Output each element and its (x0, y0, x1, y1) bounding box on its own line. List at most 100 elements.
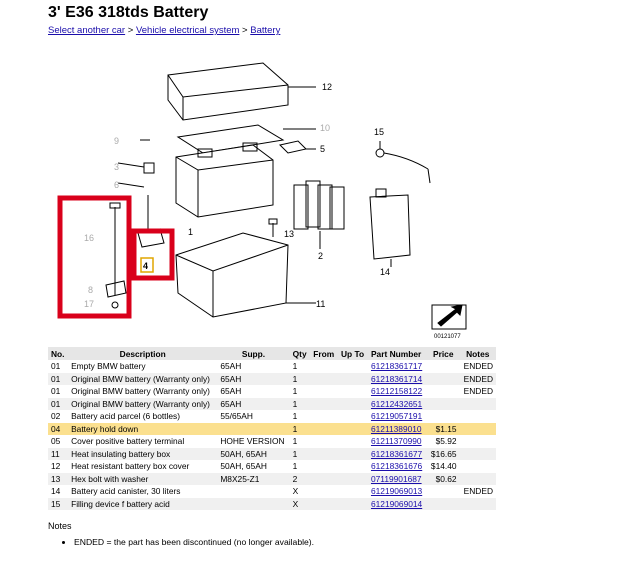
col-supp: Supp. (217, 347, 290, 360)
cell-part-number: 61219057191 (367, 410, 427, 423)
cell-supp: 65AH (217, 372, 290, 386)
part-number-link[interactable]: 61211389010 (370, 423, 422, 434)
callout-16[interactable]: 16 (84, 233, 94, 243)
note-item: ENDED = the part has been discontinued (… (74, 537, 314, 547)
cell-no: 01 (48, 360, 69, 373)
cell-notes (459, 460, 496, 473)
part-number-link[interactable]: 61212432651 (370, 398, 423, 409)
cell-notes (459, 435, 496, 448)
cell-no: 01 (48, 385, 69, 398)
cell-supp (217, 422, 290, 436)
callout-14[interactable]: 14 (380, 267, 390, 277)
callout-12[interactable]: 12 (322, 82, 332, 92)
callout-6[interactable]: 6 (114, 180, 119, 190)
cell-from (310, 447, 338, 461)
cell-from (310, 372, 338, 386)
cell-qty: 1 (289, 372, 311, 386)
cell-price: $0.62 (426, 472, 460, 486)
callout-4[interactable]: 4 (143, 261, 148, 271)
breadcrumb-separator: > (239, 25, 251, 36)
cell-qty: 1 (289, 422, 311, 436)
col-price: Price (426, 347, 460, 360)
cell-notes: ENDED (459, 485, 496, 498)
cell-supp: 50AH, 65AH (217, 447, 290, 461)
cell-upto (337, 472, 368, 486)
cell-supp: M8X25-Z1 (217, 472, 290, 486)
cell-price: $5.92 (426, 435, 460, 448)
cell-notes: ENDED (459, 360, 496, 373)
cell-qty: X (289, 497, 311, 511)
callout-2[interactable]: 2 (318, 251, 323, 261)
cell-price (426, 485, 460, 498)
cell-part-number: 61212158122 (367, 385, 427, 398)
part-number-link[interactable]: 07119901687 (370, 473, 422, 484)
cell-qty: 1 (289, 447, 311, 461)
cell-upto (337, 422, 368, 436)
cell-from (310, 397, 338, 411)
cell-supp: 65AH (217, 397, 290, 411)
callout-8[interactable]: 8 (88, 285, 93, 295)
callout-10[interactable]: 10 (320, 123, 330, 133)
cell-from (310, 410, 338, 423)
part-number-link[interactable]: 61218361676 (370, 461, 423, 472)
callout-box-small (131, 228, 175, 281)
cell-price (426, 372, 460, 386)
part-number-link[interactable]: 61219069013 (370, 486, 423, 497)
cell-description: Filling device f battery acid (68, 497, 218, 511)
col-part-number: Part Number (367, 347, 427, 360)
cell-part-number: 61211389010 (367, 422, 427, 436)
breadcrumb-select-car-link[interactable]: Select another car (48, 25, 126, 36)
cell-upto (337, 410, 368, 423)
cell-price (426, 360, 460, 373)
selected-part-marker (140, 257, 154, 273)
cell-from (310, 435, 338, 448)
cell-notes (459, 410, 496, 423)
cell-price (426, 385, 460, 398)
part-number-link[interactable]: 61211370990 (370, 436, 422, 447)
cell-description: Original BMW battery (Warranty only) (68, 385, 218, 398)
cell-qty: 1 (289, 360, 311, 373)
cell-no: 05 (48, 435, 69, 448)
breadcrumb-electrical-link[interactable]: Vehicle electrical system (135, 25, 240, 36)
cell-notes (459, 397, 496, 411)
cell-no: 13 (48, 472, 69, 486)
cell-part-number: 07119901687 (367, 472, 427, 486)
callout-13[interactable]: 13 (284, 229, 294, 239)
cell-description: Battery hold down (68, 422, 218, 436)
cell-from (310, 360, 338, 373)
callout-5[interactable]: 5 (320, 144, 325, 154)
callout-1[interactable]: 1 (188, 227, 193, 237)
callout-17[interactable]: 17 (84, 299, 94, 309)
parts-table: No. Description Supp. Qty From Up To Par… (48, 347, 496, 511)
callout-15[interactable]: 15 (374, 127, 384, 137)
cell-upto (337, 485, 368, 498)
part-number-link[interactable]: 61218361677 (370, 448, 423, 459)
cell-from (310, 497, 338, 511)
part-number-link[interactable]: 61219057191 (370, 411, 423, 422)
breadcrumb-battery-link[interactable]: Battery (250, 25, 281, 36)
part-number-link[interactable]: 61212158122 (370, 386, 423, 397)
part-number-link[interactable]: 61218361714 (370, 373, 423, 384)
cell-qty: 1 (289, 460, 311, 473)
cell-upto (337, 447, 368, 461)
cell-upto (337, 385, 368, 398)
cell-description: Heat insulating battery box (68, 447, 218, 461)
cell-part-number: 61212432651 (367, 397, 427, 411)
cell-from (310, 460, 338, 473)
callout-9[interactable]: 9 (114, 136, 119, 146)
callout-3[interactable]: 3 (114, 162, 119, 172)
part-number-link[interactable]: 61218361717 (370, 361, 423, 371)
cell-upto (337, 497, 368, 511)
cell-no: 15 (48, 497, 69, 511)
part-number-link[interactable]: 61219069014 (370, 498, 423, 509)
cell-notes (459, 447, 496, 461)
parts-diagram-drawing: 12 10 5 9 3 6 1 16 4 8 17 13 2 11 15 14 … (57, 62, 467, 340)
cell-qty: X (289, 485, 311, 498)
callout-11[interactable]: 11 (316, 299, 325, 309)
